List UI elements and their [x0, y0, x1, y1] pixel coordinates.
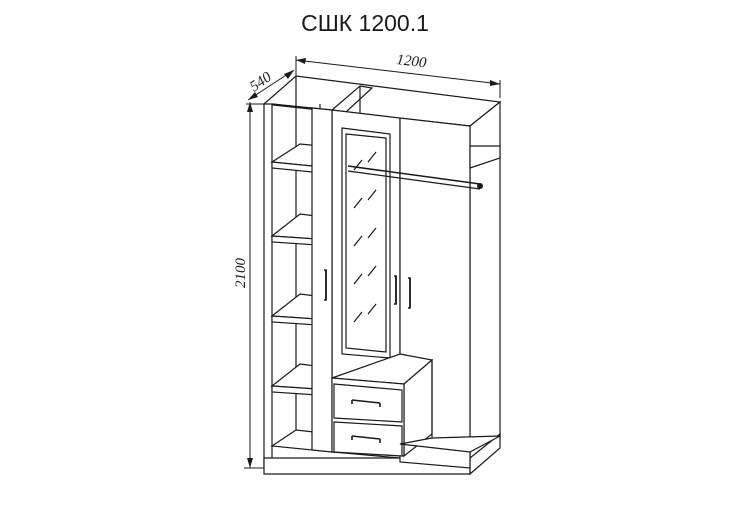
mirror-door-handle[interactable]: [394, 275, 397, 305]
dimension-width-label: 1200: [396, 52, 428, 71]
drawer-bottom-handle[interactable]: [351, 435, 381, 443]
drawer-bottom[interactable]: [333, 421, 403, 457]
upper-right-shelf: [469, 145, 501, 169]
mirror-reflection-icon: [353, 151, 377, 323]
bottom-right-shelf: [399, 360, 501, 453]
drawer-top[interactable]: [333, 383, 403, 423]
mirror-panel: [341, 127, 391, 359]
dimension-width: 1200: [295, 52, 501, 98]
dimension-depth-label: 540: [247, 69, 275, 95]
wardrobe-body: [262, 75, 502, 476]
left-door-handle[interactable]: [324, 269, 327, 301]
drawer-top-handle[interactable]: [351, 399, 381, 407]
right-door-handle[interactable]: [408, 277, 411, 309]
dimension-height: 2100: [233, 102, 270, 469]
page-title: СШК 1200.1: [301, 10, 429, 36]
left-door[interactable]: [311, 107, 333, 453]
dimension-height-label: 2100: [233, 258, 249, 289]
hanging-rod: [347, 165, 483, 190]
